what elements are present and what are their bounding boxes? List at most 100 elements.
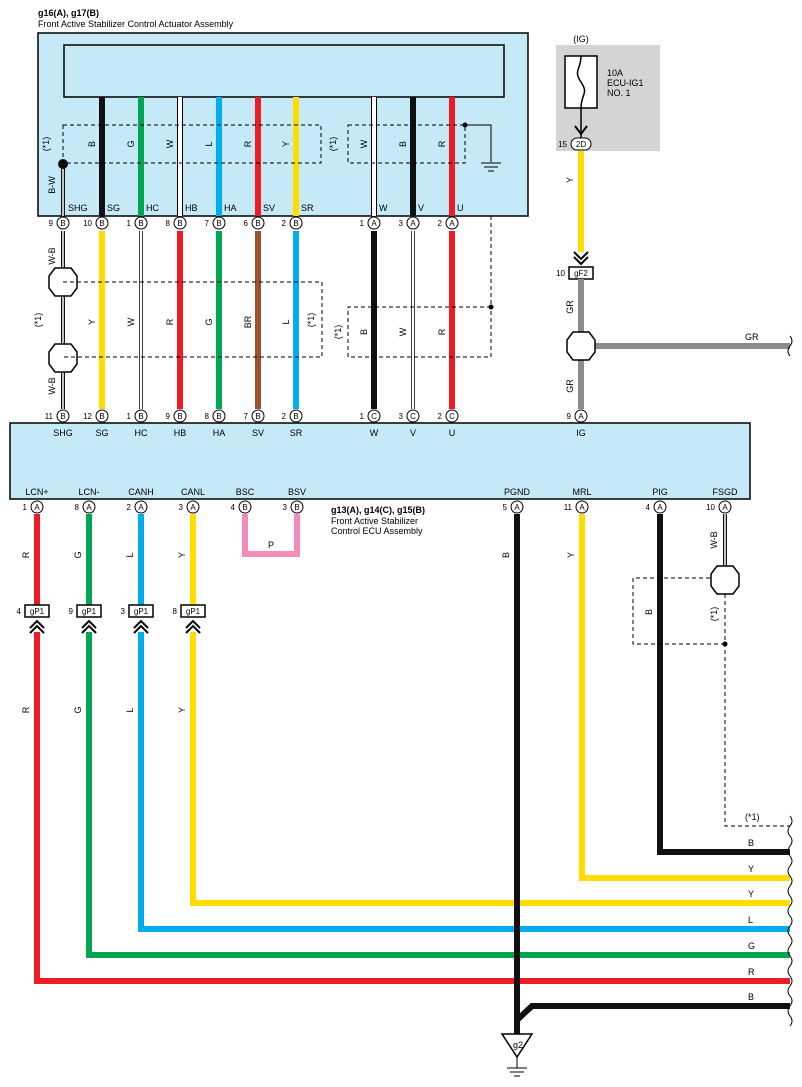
wire-label-hb-mid: R [165,318,175,325]
wire-label-bsc-bsv: P [268,540,274,550]
ecu-pin-bsv: 3 [283,503,288,512]
ecu-term-canh: CANH [128,487,154,497]
ecu-term-mrl: MRL [572,487,591,497]
ecu-term-v: V [410,428,416,438]
ecu-term-w: W [370,428,379,438]
ecu-pin-u: 2 [438,412,443,421]
ecu-term-shg: SHG [53,428,73,438]
act-conn-v: A [410,219,416,228]
ecu-conn-ha: B [216,412,221,421]
ecu-pin-ig: 9 [567,412,572,421]
wire-label-sv-top: R [243,140,253,147]
ecu-conn-pig: A [657,503,663,512]
gf2-pin: 10 [556,269,565,278]
actuator-shield-note-left: (*1) [41,137,51,152]
actuator-shield-right [347,124,466,164]
ecu-conn-sg: B [99,412,104,421]
ecu-pin-lcn-plus: 1 [23,503,28,512]
ecu-pin-canh: 2 [127,503,132,512]
wire-label-mrl: Y [566,552,576,558]
ecu-conn-hb: B [177,412,182,421]
ecu-term-fsgd: FSGD [712,487,738,497]
wire-label-canh-upper: L [125,552,135,557]
ecu-term-lcn-minus: LCN- [78,487,99,497]
ig-branch-label: GR [745,332,759,342]
ecu-conn-sv: B [255,412,260,421]
fsgd-shield-note: (*1) [709,607,719,622]
act-term-sr: SR [301,203,314,213]
ecu-title-name-1: Front Active Stabilizer [331,516,418,526]
gp1-name-canl: gP1 [186,607,201,616]
act-conn-shg: B [60,219,65,228]
upper-harness [48,216,494,409]
act-term-sv: SV [263,203,275,213]
actuator-inner-box [63,44,505,98]
ecu-term-bsc: BSC [236,487,255,497]
ecu-term-pgnd: PGND [504,487,531,497]
wire-label-w-mid: B [359,329,369,335]
gp1-pin-canl: 8 [173,607,178,616]
ecu-pin-ha: 8 [205,412,210,421]
act-term-u: U [457,203,464,213]
fuse-name-2: NO. 1 [607,88,631,98]
ig-wire-label-gr-upper: GR [565,300,575,314]
ecu-conn-bsc: B [242,503,247,512]
act-term-v: V [418,203,424,213]
ecu-conn-v: C [410,412,416,421]
harness-shield-note-right: (*1) [333,325,343,340]
act-conn-sg: B [99,219,104,228]
lower-harness [29,335,793,1077]
ecu-term-lcn-plus: LCN+ [25,487,48,497]
wire-label-fsgd: W-B [709,531,719,548]
actuator-shield-note-right: (*1) [328,137,338,152]
act-term-shg: SHG [68,203,88,213]
actuator-ground-symbol [462,122,501,172]
act-conn-ha: B [216,219,221,228]
ecu-bottom-connectors: A1 A8 A2 A3 B4 B3 A5 A11 A4 A10 [23,500,732,514]
ecu-term-sr: SR [290,428,303,438]
wire-label-u-top: R [437,140,447,147]
act-pin-hb: 8 [166,219,171,228]
gp1-name-lcn-minus: gP1 [82,607,97,616]
ig-wire-label-upper: Y [565,177,575,183]
ecu-term-bsv: BSV [288,487,306,497]
gp1-pin-canh: 3 [121,607,126,616]
wire-label-shg-upper: W-B [47,247,57,264]
ecu-conn-sr: B [293,412,298,421]
wire-label-v-mid: W [398,327,408,336]
ecu-term-sv: SV [252,428,264,438]
act-term-ha: HA [224,203,237,213]
right-exit-mrl: Y [748,864,754,874]
right-exit-pig: B [748,838,754,848]
ecu-pin-sg: 12 [83,412,92,421]
wire-label-lcn-plus-upper: R [21,551,31,558]
fuse-rating: 10A [607,68,623,78]
ecu-pin-sv: 7 [244,412,249,421]
act-pin-w: 1 [360,219,365,228]
ig-wire-label-gr-lower: GR [565,379,575,393]
fuse-name-1: ECU-IG1 [607,78,644,88]
ecu-term-pig: PIG [652,487,668,497]
wire-label-w-top: W [359,139,369,148]
harness-shield-note-mid: (*1) [306,313,316,328]
gp1-pin-lcn-minus: 9 [69,607,74,616]
gp1-pin-lcn-plus: 4 [17,607,22,616]
ecu-pin-shg: 11 [45,412,54,421]
ecu-conn-shg: B [60,412,65,421]
ecu-conn-u: C [449,412,455,421]
act-pin-sg: 10 [83,219,92,228]
fuse-conn: 2D [576,140,586,149]
wire-label-v-top: B [398,141,408,147]
act-conn-sr: B [293,219,298,228]
ecu-term-canl: CANL [181,487,205,497]
wire-label-ha-top: L [204,141,214,146]
ecu-top-connectors: B11 B12 B1 B9 B8 B7 B2 C1 C3 C2 A9 [45,409,588,423]
right-exit-shield: (*1) [745,812,760,822]
ig-splice [566,331,596,361]
wire-label-sg-mid: Y [87,319,97,325]
right-exit-lcn-plus: R [748,967,755,977]
ecu-pin-sr: 2 [282,412,287,421]
ecu-term-u: U [449,428,456,438]
wire-label-sg-top: B [87,141,97,147]
